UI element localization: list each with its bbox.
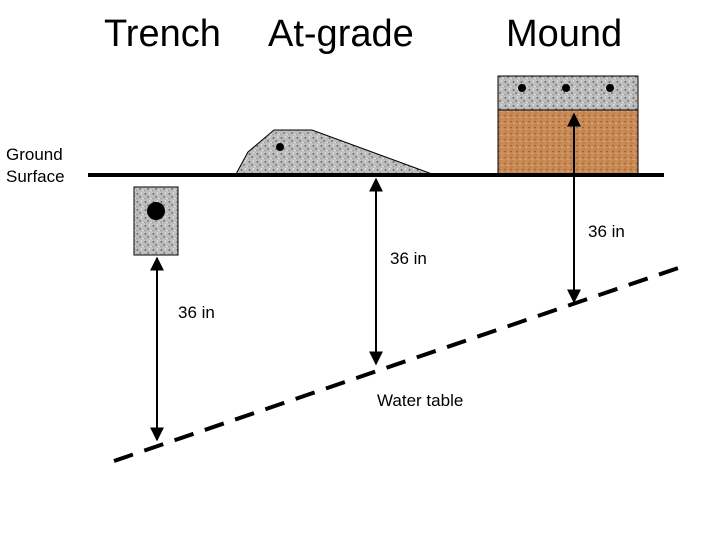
title-mound: Mound <box>506 13 622 55</box>
water-table-label: Water table <box>377 391 463 410</box>
mound-depth-label: 36 in <box>588 222 625 241</box>
mound-pipe-1 <box>518 84 526 92</box>
title-trench: Trench <box>104 13 221 55</box>
title-at-grade: At-grade <box>268 13 414 55</box>
water-table-line <box>113 264 685 463</box>
mound-pipe-2 <box>562 84 570 92</box>
mound-gravel-bed <box>497 75 639 111</box>
ground-label-line1: Ground <box>6 145 63 164</box>
trench-pipe <box>147 202 165 220</box>
at-grade-depth-label: 36 in <box>390 249 427 268</box>
mound-pipe-3 <box>606 84 614 92</box>
at-grade-pipe <box>276 143 284 151</box>
trench-gravel <box>133 186 179 256</box>
trench-depth-label: 36 in <box>178 303 215 322</box>
ground-label-line2: Surface <box>6 167 65 186</box>
mound-sand-fill <box>497 109 639 175</box>
at-grade-gravel-bed <box>235 129 433 175</box>
